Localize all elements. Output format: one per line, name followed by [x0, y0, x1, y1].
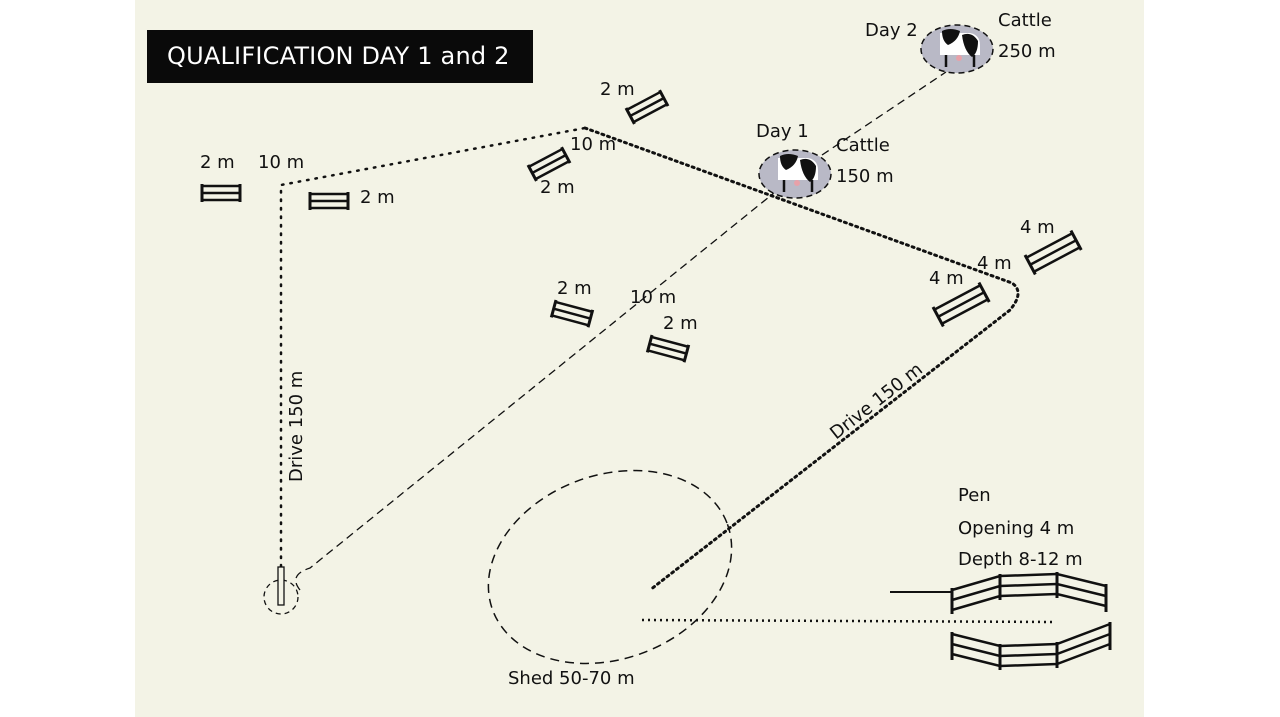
fence-panel-icon — [931, 281, 991, 328]
day1-label: Day 1 — [756, 121, 809, 142]
day2-label: Day 2 — [865, 20, 918, 41]
gap-label: 4 m — [977, 253, 1012, 274]
cattle-day1-distance: 150 m — [836, 166, 894, 187]
gap-label: 10 m — [630, 287, 676, 308]
course-paths — [263, 71, 1056, 665]
outrun-dashed-path — [295, 179, 791, 591]
gap-label: 10 m — [570, 134, 616, 155]
fence-panel-icon — [645, 333, 691, 364]
pen-approach-path — [641, 618, 1056, 624]
cattle-day2-distance: 250 m — [998, 41, 1056, 62]
gate-label: 4 m — [929, 268, 964, 289]
diagram-labels: Day 2 Cattle 250 m Day 1 Cattle 150 m 2 … — [200, 10, 1083, 689]
pen-depth: Depth 8-12 m — [958, 549, 1083, 570]
gate-label: 2 m — [557, 278, 592, 299]
day2-path — [821, 71, 947, 156]
gate-label: 2 m — [200, 152, 235, 173]
cattle-day1-label: Cattle — [836, 135, 890, 156]
cattle-day2 — [920, 24, 994, 74]
gate-label: 4 m — [1020, 217, 1055, 238]
shed-ring — [487, 469, 733, 665]
gate-label: 2 m — [360, 187, 395, 208]
drive-left-label: Drive 150 m — [286, 371, 307, 482]
diagram-title: QUALIFICATION DAY 1 and 2 — [147, 30, 533, 83]
post-loop — [263, 579, 299, 615]
pen-enclosure — [890, 572, 1112, 670]
pen-opening: Opening 4 m — [958, 518, 1074, 539]
drive-right-label: Drive 150 m — [826, 359, 927, 444]
pen-title: Pen — [958, 485, 991, 506]
gate-label: 2 m — [600, 79, 635, 100]
cattle-day2-label: Cattle — [998, 10, 1052, 31]
shed-label: Shed 50-70 m — [508, 668, 635, 689]
fence-panel-icon — [549, 298, 595, 329]
fence-panels — [200, 88, 1083, 364]
outrun-left-path — [279, 126, 587, 577]
cow-icon — [778, 154, 818, 192]
fence-panel-icon — [308, 190, 350, 212]
gate-label: 2 m — [540, 177, 575, 198]
gap-label: 10 m — [258, 152, 304, 173]
fence-panel-icon — [526, 145, 572, 183]
fence-panel-icon — [200, 182, 242, 204]
gate-label: 2 m — [663, 313, 698, 334]
cattle-day1 — [758, 149, 832, 199]
fetch-drive-path — [583, 126, 1020, 592]
cow-icon — [940, 29, 980, 67]
post-marker-icon — [277, 566, 285, 606]
